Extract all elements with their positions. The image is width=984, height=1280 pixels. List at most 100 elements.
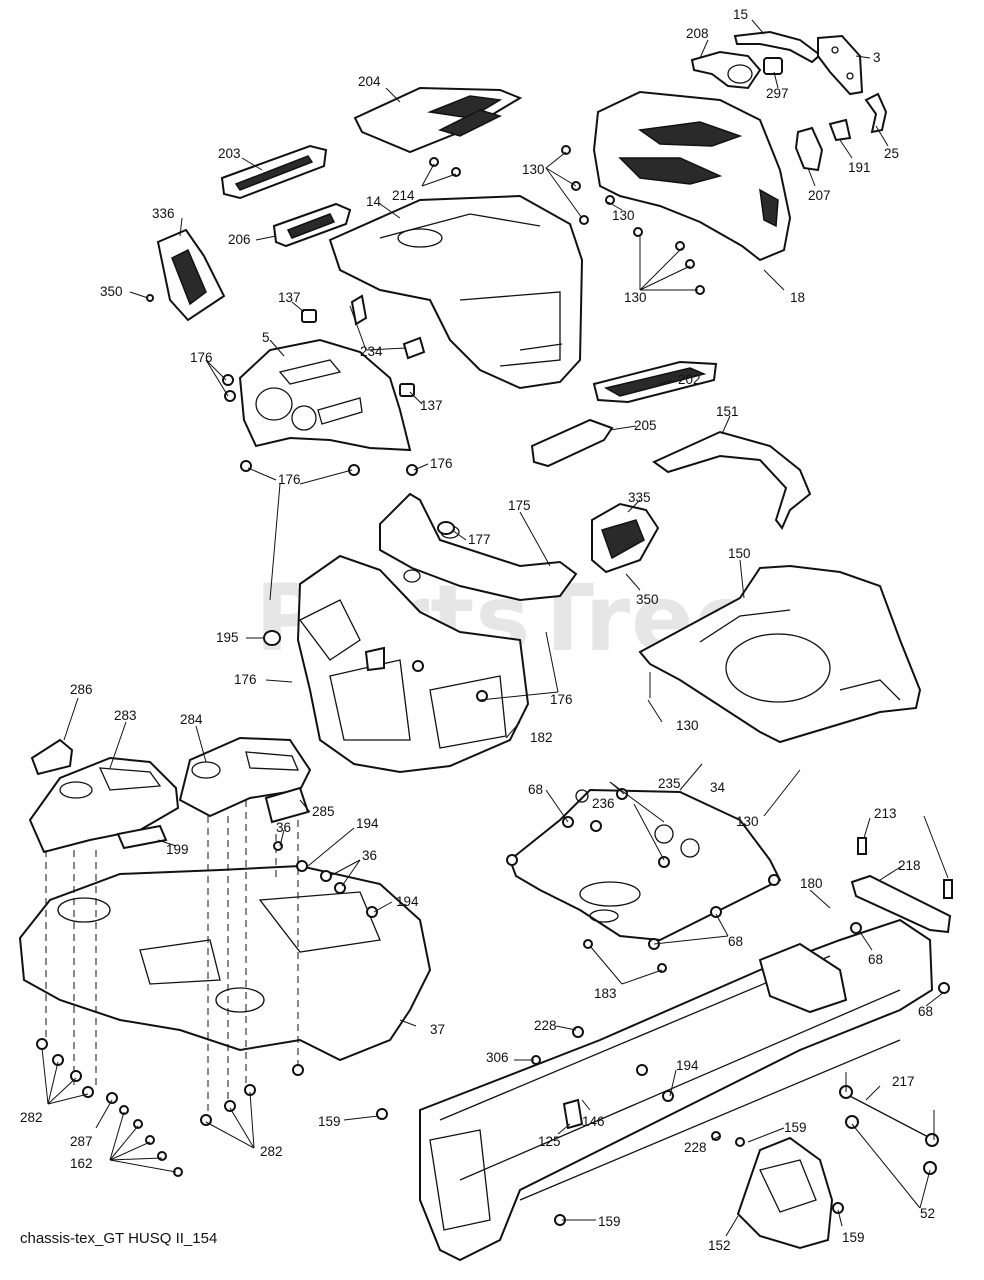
label-36: 36 bbox=[362, 848, 377, 863]
label-205: 205 bbox=[634, 418, 657, 433]
label-285: 285 bbox=[312, 804, 335, 819]
label-336: 336 bbox=[152, 206, 175, 221]
label-130: 130 bbox=[676, 718, 699, 733]
part-284-fender-cover bbox=[178, 736, 312, 818]
label-183: 183 bbox=[594, 986, 617, 1001]
part-37-fender bbox=[18, 864, 432, 1062]
label-176: 176 bbox=[234, 672, 257, 687]
label-217: 217 bbox=[892, 1074, 915, 1089]
part-180-frame bbox=[419, 918, 934, 1262]
part-150-footplate bbox=[638, 564, 922, 744]
part-205-panel bbox=[530, 418, 614, 468]
label-52: 52 bbox=[920, 1206, 935, 1221]
label-130: 130 bbox=[624, 290, 647, 305]
label-236: 236 bbox=[592, 796, 615, 811]
label-159: 159 bbox=[598, 1214, 621, 1229]
label-287: 287 bbox=[70, 1134, 93, 1149]
part-202-grille bbox=[592, 360, 718, 404]
label-284: 284 bbox=[180, 712, 203, 727]
label-191: 191 bbox=[848, 160, 871, 175]
label-213: 213 bbox=[874, 806, 897, 821]
label-228: 228 bbox=[534, 1018, 557, 1033]
label-203: 203 bbox=[218, 146, 241, 161]
label-177: 177 bbox=[468, 532, 491, 547]
label-36: 36 bbox=[276, 820, 291, 835]
label-151: 151 bbox=[716, 404, 739, 419]
part-213-bolt bbox=[850, 837, 953, 994]
part-217-rod bbox=[839, 1072, 939, 1175]
label-130: 130 bbox=[522, 162, 545, 177]
part-335-side-grille bbox=[591, 502, 660, 574]
part-203-grille bbox=[220, 144, 328, 200]
label-130: 130 bbox=[736, 814, 759, 829]
label-194: 194 bbox=[396, 894, 419, 909]
label-25: 25 bbox=[884, 146, 899, 161]
label-176: 176 bbox=[430, 456, 453, 471]
part-234-decal bbox=[350, 294, 426, 360]
label-150: 150 bbox=[728, 546, 751, 561]
label-306: 306 bbox=[486, 1050, 509, 1065]
part-151-bracket bbox=[652, 430, 812, 530]
label-214: 214 bbox=[392, 188, 415, 203]
label-15: 15 bbox=[733, 7, 748, 22]
part-18-front-nose bbox=[592, 90, 792, 262]
label-146: 146 bbox=[582, 1114, 605, 1129]
label-176: 176 bbox=[550, 692, 573, 707]
part-206-grille bbox=[272, 202, 352, 248]
label-68: 68 bbox=[918, 1004, 933, 1019]
label-286: 286 bbox=[70, 682, 93, 697]
part-207-switch bbox=[794, 126, 824, 172]
label-152: 152 bbox=[708, 1238, 731, 1253]
label-176: 176 bbox=[278, 472, 301, 487]
part-175-bracket bbox=[379, 492, 578, 602]
part-283-fender-cover bbox=[28, 756, 180, 854]
label-137: 137 bbox=[420, 398, 443, 413]
label-34: 34 bbox=[710, 780, 726, 795]
label-208: 208 bbox=[686, 26, 709, 41]
label-350: 350 bbox=[636, 592, 659, 607]
label-175: 175 bbox=[508, 498, 531, 513]
label-159: 159 bbox=[318, 1114, 341, 1129]
part-195-plug bbox=[263, 630, 281, 646]
label-206: 206 bbox=[228, 232, 251, 247]
label-130: 130 bbox=[612, 208, 635, 223]
label-180: 180 bbox=[800, 876, 823, 891]
label-235: 235 bbox=[658, 776, 681, 791]
part-218-bracket bbox=[850, 874, 952, 934]
part-204-hood-top bbox=[353, 86, 523, 154]
label-234: 234 bbox=[360, 344, 383, 359]
diagram-caption: chassis-tex_GT HUSQ II_154 bbox=[20, 1230, 218, 1247]
label-14: 14 bbox=[366, 194, 382, 209]
part-3-bracket bbox=[817, 34, 864, 96]
fasteners-130-top bbox=[146, 145, 705, 302]
part-297-clip bbox=[763, 57, 783, 75]
label-282: 282 bbox=[20, 1110, 43, 1125]
fender-fasteners bbox=[36, 841, 378, 1177]
label-194: 194 bbox=[356, 816, 379, 831]
part-176-plugs bbox=[222, 374, 418, 476]
label-199: 199 bbox=[166, 842, 189, 857]
label-218: 218 bbox=[898, 858, 921, 873]
label-297: 297 bbox=[766, 86, 789, 101]
label-68: 68 bbox=[868, 952, 883, 967]
label-195: 195 bbox=[216, 630, 239, 645]
label-125: 125 bbox=[538, 1134, 561, 1149]
label-202: 202 bbox=[678, 372, 701, 387]
part-number-labels: 15 208 3 297 204 25 203 214 130 207 191 … bbox=[20, 7, 935, 1253]
label-176: 176 bbox=[190, 350, 213, 365]
part-5-dash-panel bbox=[238, 338, 412, 452]
part-14-hood bbox=[328, 194, 584, 390]
label-204: 204 bbox=[358, 74, 381, 89]
part-286-cap bbox=[30, 738, 74, 776]
part-336-side-grille bbox=[156, 228, 226, 322]
label-282: 282 bbox=[260, 1144, 283, 1159]
label-18: 18 bbox=[790, 290, 805, 305]
label-228: 228 bbox=[684, 1140, 707, 1155]
label-68: 68 bbox=[728, 934, 743, 949]
label-159: 159 bbox=[784, 1120, 807, 1135]
label-162: 162 bbox=[70, 1156, 93, 1171]
part-182-tower bbox=[296, 554, 530, 774]
part-177-clip bbox=[437, 521, 455, 535]
label-37: 37 bbox=[430, 1022, 445, 1037]
